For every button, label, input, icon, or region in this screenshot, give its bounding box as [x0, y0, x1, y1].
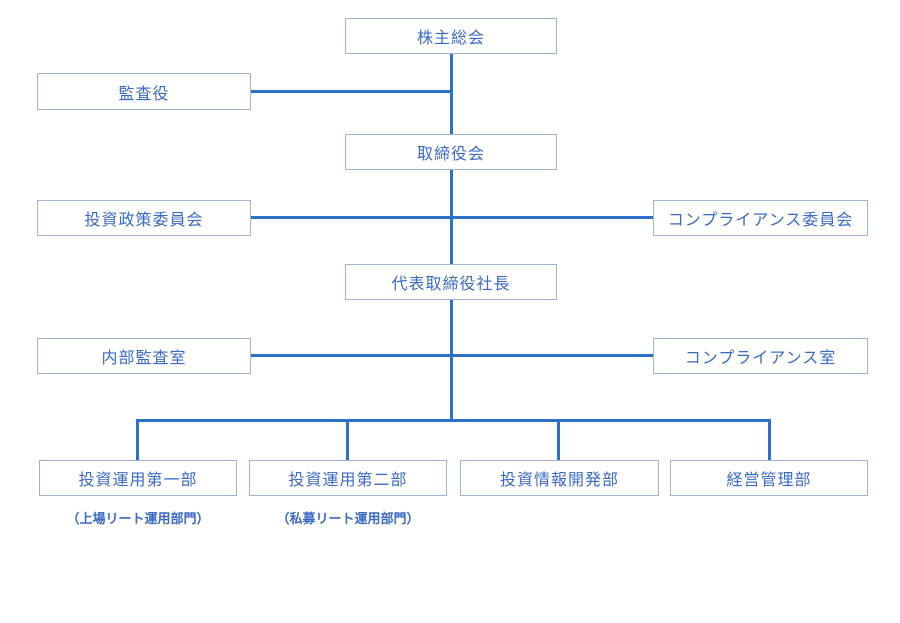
connector-auditor-spine	[251, 90, 452, 93]
connector-branch-horizontal	[136, 419, 771, 422]
connector-shareholders-board	[450, 54, 453, 134]
connector-drop-dept4	[768, 419, 771, 460]
connector-president-branch	[450, 300, 453, 422]
node-compliance-office: コンプライアンス室	[653, 338, 868, 374]
node-representative-director-president: 代表取締役社長	[345, 264, 557, 300]
node-investment-policy-committee: 投資政策委員会	[37, 200, 251, 236]
connector-drop-dept3	[557, 419, 560, 460]
connector-drop-dept2	[346, 419, 349, 460]
node-investment-management-dept2: 投資運用第二部	[249, 460, 447, 496]
node-auditor: 監査役	[37, 73, 251, 110]
node-corporate-management-dept: 経営管理部	[670, 460, 868, 496]
connector-drop-dept1	[136, 419, 139, 460]
node-investment-management-dept1: 投資運用第一部	[39, 460, 237, 496]
node-investment-information-dev-dept: 投資情報開発部	[460, 460, 659, 496]
node-board-of-directors: 取締役会	[345, 134, 557, 170]
connector-committees-spine	[251, 216, 653, 219]
connector-offices-spine	[251, 354, 653, 357]
node-internal-audit-office: 内部監査室	[37, 338, 251, 374]
note-dept2-private-reit: （私募リート運用部門）	[276, 511, 420, 526]
note-dept1-listed-reit: （上場リート運用部門）	[66, 511, 210, 526]
node-compliance-committee: コンプライアンス委員会	[653, 200, 868, 236]
node-shareholders-meeting: 株主総会	[345, 18, 557, 54]
